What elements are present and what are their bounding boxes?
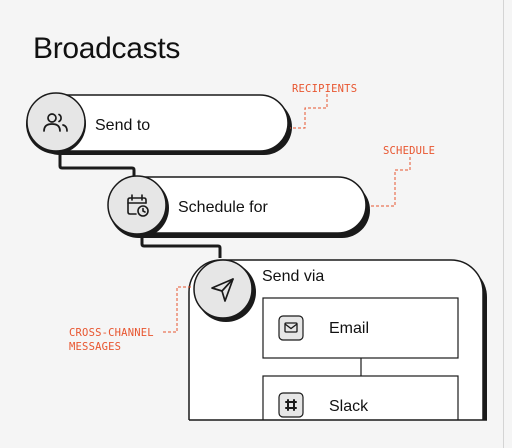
mail-icon [284,322,298,333]
step-send-via[interactable] [188,259,487,448]
annotation-cross-channel: CROSS-CHANNEL MESSAGES [69,327,154,353]
right-border [503,0,504,448]
channel-label-email: Email [329,320,370,337]
send-icon-circle [193,259,256,322]
page-title: Broadcasts [33,32,181,65]
step-schedule-for[interactable] [107,175,370,238]
step-connectors [58,150,222,258]
step-label-send-to: Send to [95,117,151,134]
connector-1-2 [58,150,136,178]
connector-2-3 [140,231,222,258]
users-icon [43,113,68,132]
channel-label-slack: Slack [329,398,369,415]
step-label-schedule-for: Schedule for [178,199,268,216]
calendar-clock-icon [127,194,149,217]
annotation-leaders [163,94,411,333]
step-label-send-via: Send via [262,268,325,285]
annotation-recipients: RECIPIENTS [292,83,358,95]
slack-icon [285,399,297,411]
send-icon [211,278,234,302]
annotation-schedule: SCHEDULE [383,145,436,157]
step-send-to[interactable] [26,92,292,155]
